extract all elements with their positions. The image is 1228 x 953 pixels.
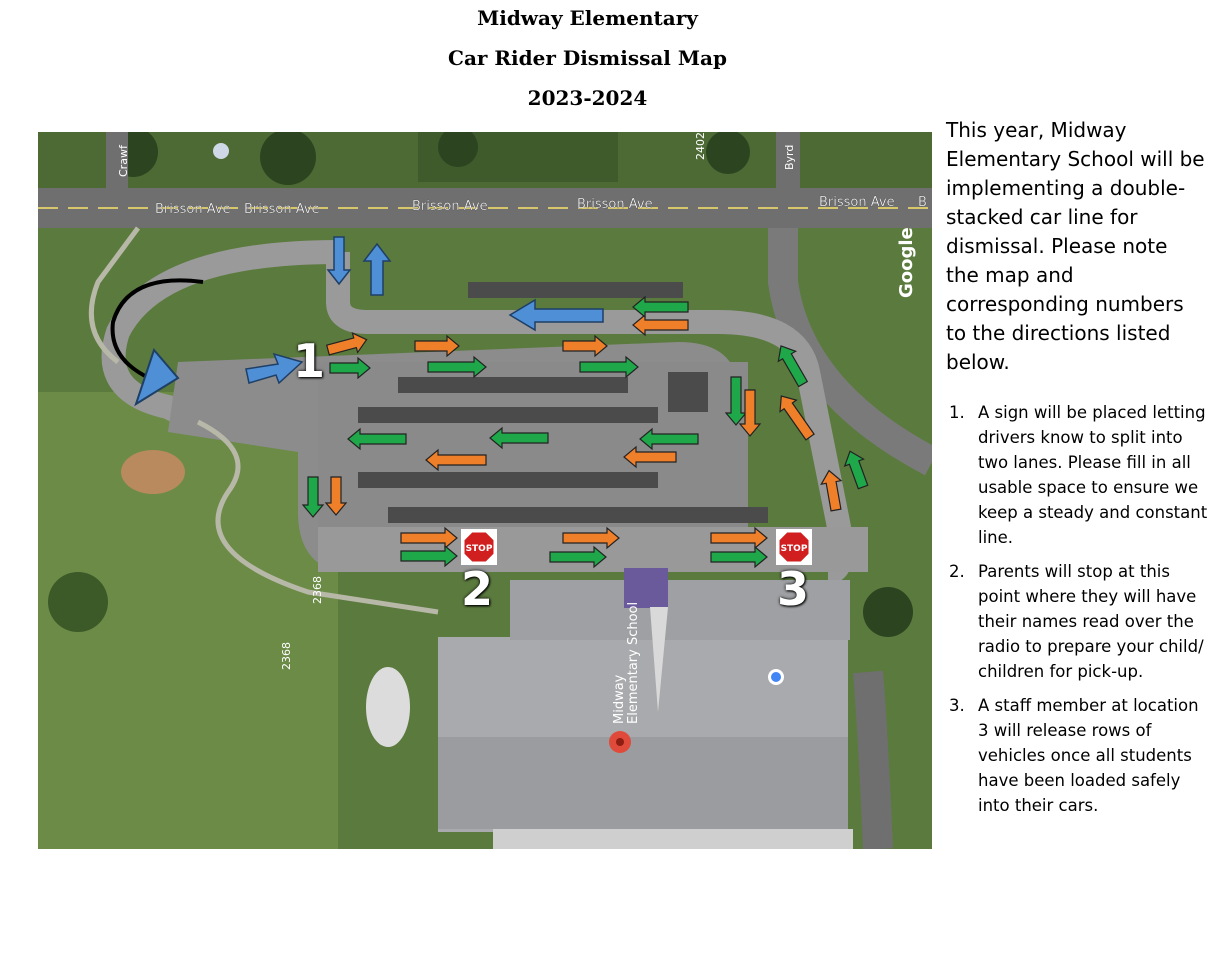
- direction-step: 3. A staff member at location 3 will rele…: [946, 693, 1208, 818]
- street-label: Crawf: [117, 144, 130, 177]
- step-number: 3.: [949, 696, 965, 715]
- walkway: [196, 419, 439, 615]
- street-label: Byrd: [783, 145, 796, 170]
- street-label: 2368: [280, 642, 293, 670]
- road-label: B: [918, 195, 927, 210]
- right-access-road: [768, 228, 932, 476]
- entry-curve-arrow: [110, 278, 204, 384]
- location-marker-3: 3: [777, 562, 810, 616]
- blue-direction-arrow: [362, 242, 392, 296]
- green-lane-arrow: [489, 426, 549, 450]
- road-label: Brisson Ave: [244, 202, 320, 217]
- bandshell: [366, 667, 410, 747]
- page-title: Midway Elementary: [477, 6, 698, 30]
- dismissal-map: Brisson Ave Brisson Ave Brisson Ave Bris…: [38, 132, 932, 849]
- green-lane-arrow: [639, 427, 699, 451]
- street-label: 2368: [311, 576, 324, 604]
- green-lane-arrow: [843, 450, 869, 490]
- green-lane-arrow: [579, 355, 639, 379]
- step-text: A staff member at location 3 will releas…: [978, 696, 1199, 815]
- step-text: Parents will stop at this point where th…: [978, 562, 1204, 681]
- green-lane-arrow: [400, 544, 458, 568]
- step-text: A sign will be placed letting drivers kn…: [978, 403, 1208, 547]
- school-building: [493, 829, 853, 849]
- orange-lane-arrow: [414, 334, 460, 358]
- step-number: 1.: [949, 403, 965, 422]
- stop-sign-label: STOP: [466, 544, 493, 554]
- school-year: 2023-2024: [527, 86, 648, 110]
- stop-sign-icon: STOP: [776, 529, 812, 565]
- orange-lane-arrow: [400, 526, 458, 550]
- location-marker-1: 1: [293, 334, 326, 388]
- blue-direction-arrow: [134, 348, 180, 407]
- walkway: [88, 226, 141, 364]
- school-entrance-canopy: [624, 568, 668, 608]
- location-marker-2: 2: [461, 562, 494, 616]
- orange-lane-arrow: [623, 445, 677, 469]
- road-label: Brisson Ave: [412, 199, 488, 214]
- blue-direction-arrow: [326, 236, 352, 286]
- orange-lane-arrow: [562, 526, 620, 550]
- orange-lane-arrow: [325, 332, 368, 356]
- blue-direction-arrow: [245, 352, 304, 385]
- playground: [121, 450, 185, 494]
- parked-cars: [358, 282, 768, 523]
- green-lane-arrow: [329, 356, 371, 380]
- school-map-label: Midway: [612, 674, 627, 724]
- green-lane-arrow: [632, 295, 689, 319]
- map-watermark: Google: [896, 227, 917, 298]
- step-number: 2.: [949, 562, 965, 581]
- stop-sign-icon: STOP: [461, 529, 497, 565]
- stop-sign-label: STOP: [781, 544, 808, 554]
- tree: [260, 132, 316, 185]
- orange-lane-arrow: [820, 469, 843, 512]
- green-lane-arrow: [427, 355, 487, 379]
- tree: [863, 587, 913, 637]
- orange-lane-arrow: [632, 313, 689, 337]
- directions-list: 1. A sign will be placed letting drivers …: [946, 400, 1208, 827]
- school-building: [438, 737, 848, 829]
- street-label: 2402: [694, 132, 707, 160]
- tree: [706, 132, 750, 174]
- green-lane-arrow: [549, 545, 607, 569]
- orange-lane-arrow: [324, 476, 348, 516]
- blue-direction-arrow: [508, 298, 604, 332]
- car-loop-path: [101, 240, 339, 433]
- orange-lane-arrow: [425, 448, 487, 472]
- orange-lane-arrow: [562, 334, 608, 358]
- green-lane-arrow: [724, 376, 748, 426]
- orange-lane-arrow: [710, 526, 768, 550]
- tree: [48, 572, 108, 632]
- green-lane-arrow: [347, 427, 407, 451]
- school-building: [510, 580, 850, 640]
- intro-paragraph: This year, Midway Elementary School will…: [946, 118, 1205, 374]
- road-label: Brisson Ave: [155, 202, 231, 217]
- road-label: Brisson Ave: [577, 197, 653, 212]
- school-entrance-canopy: [650, 607, 668, 712]
- green-lane-arrow: [777, 345, 809, 388]
- orange-lane-arrow: [738, 389, 762, 437]
- green-lane-arrow: [301, 476, 325, 518]
- direction-step: 2. Parents will stop at this point where …: [946, 559, 1208, 684]
- school-map-label: Elementary School: [626, 602, 641, 724]
- map-pin-icon: [213, 143, 229, 159]
- orange-lane-arrow: [779, 395, 815, 441]
- brisson-ave-road: [38, 188, 932, 228]
- page-subtitle: Car Rider Dismissal Map: [448, 46, 727, 70]
- road-label: Brisson Ave: [819, 195, 895, 210]
- tree: [438, 132, 478, 167]
- green-lane-arrow: [710, 545, 768, 569]
- current-location-icon: [771, 672, 781, 682]
- right-access-road: [853, 670, 893, 849]
- byrd-street: [776, 132, 800, 192]
- crawford-street: [106, 132, 128, 192]
- direction-step: 1. A sign will be placed letting drivers …: [946, 400, 1208, 550]
- location-pin-icon: [616, 738, 624, 746]
